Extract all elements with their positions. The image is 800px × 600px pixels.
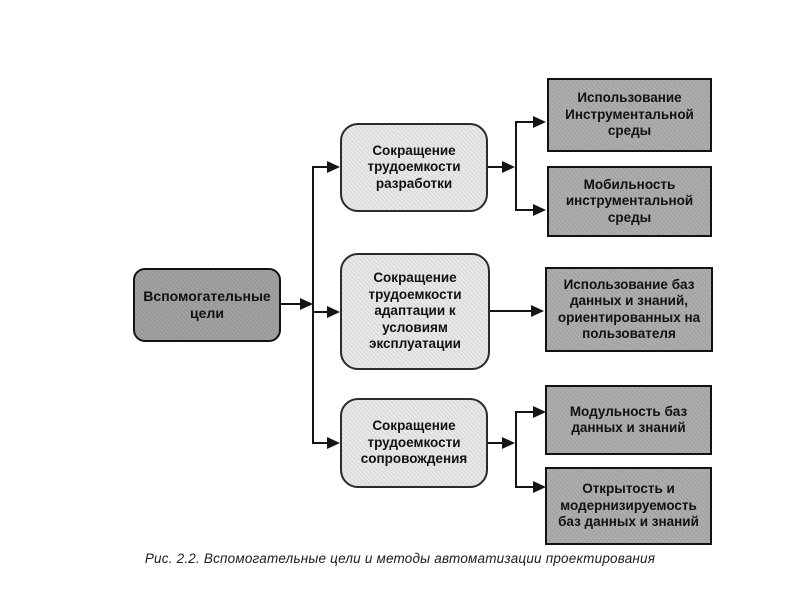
arrowhead-leaf3 <box>531 305 544 317</box>
connector-trunk-dev <box>515 121 517 211</box>
node-reduce-adaptation-effort: Сокращение трудоемкости адаптации к усло… <box>340 253 490 370</box>
node-label: Сокращение трудоемкости сопровождения <box>360 418 468 467</box>
node-database-modularity: Модульность баз данных и знаний <box>545 385 712 455</box>
node-label: Использование Инструментальной среды <box>565 90 694 139</box>
node-tool-environment-mobility: Мобильность инструментальной среды <box>547 166 712 237</box>
arrowhead-maint-out <box>502 437 515 449</box>
node-reduce-development-effort: Сокращение трудоемкости разработки <box>340 123 488 212</box>
connector-branch-leaf4 <box>516 411 534 413</box>
node-user-oriented-databases: Использование баз данных и знаний, ориен… <box>545 267 713 352</box>
node-label: Модульность баз данных и знаний <box>569 403 688 435</box>
arrowhead-root <box>300 298 313 310</box>
connector-trunk-left <box>312 166 314 444</box>
figure-caption: Рис. 2.2. Вспомогательные цели и методы … <box>144 551 656 566</box>
connector-dev-out <box>488 166 504 168</box>
arrowhead-maint <box>327 437 340 449</box>
connector-branch-leaf1 <box>516 121 534 123</box>
node-reduce-maintenance-effort: Сокращение трудоемкости сопровождения <box>340 398 488 488</box>
arrowhead-leaf5 <box>533 481 546 493</box>
connector-branch-adapt <box>313 311 329 313</box>
connector-branch-leaf2 <box>516 209 534 211</box>
connector-branch-leaf5 <box>516 486 534 488</box>
node-label: Открытость и модернизируемость баз данны… <box>558 481 699 530</box>
node-label: Вспомогательные цели <box>143 287 271 321</box>
connector-maint-out <box>488 442 504 444</box>
node-label: Использование баз данных и знаний, ориен… <box>557 276 701 341</box>
arrowhead-adapt <box>327 306 340 318</box>
connector-root-line <box>280 303 302 305</box>
node-database-openness: Открытость и модернизируемость баз данны… <box>545 467 712 545</box>
arrowhead-dev-out <box>502 161 515 173</box>
node-auxiliary-goals: Вспомогательные цели <box>133 268 281 342</box>
connector-trunk-maint <box>515 411 517 488</box>
arrowhead-leaf4 <box>533 406 546 418</box>
node-label: Мобильность инструментальной среды <box>565 176 694 225</box>
arrowhead-leaf1 <box>533 116 546 128</box>
arrowhead-dev <box>327 161 340 173</box>
connector-adapt-out <box>490 310 533 312</box>
node-label: Сокращение трудоемкости разработки <box>367 142 461 191</box>
node-tool-environment-use: Использование Инструментальной среды <box>547 78 712 152</box>
node-label: Сокращение трудоемкости адаптации к усло… <box>368 270 462 352</box>
arrowhead-leaf2 <box>533 204 546 216</box>
connector-branch-maint <box>313 442 329 444</box>
connector-branch-dev <box>313 166 329 168</box>
